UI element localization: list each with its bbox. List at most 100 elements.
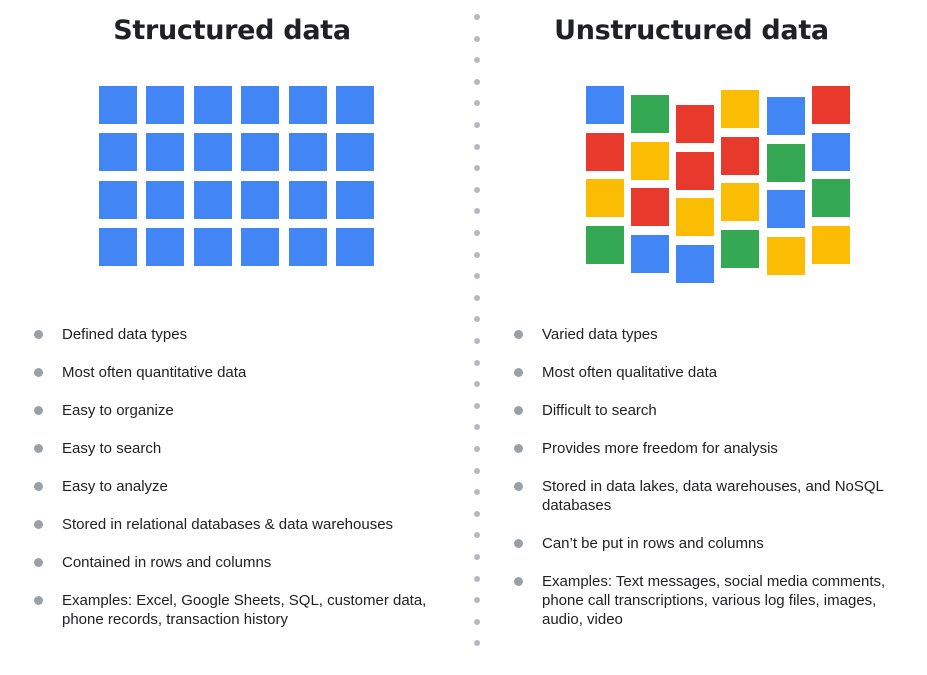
dotted-divider [473,14,481,666]
list-item-text: Easy to organize [62,402,174,419]
list-item: Stored in relational databases & data wa… [34,515,454,534]
divider-dot [474,294,480,301]
structured-data-title: Structured data [113,15,351,46]
structured-square [336,133,374,172]
list-item-text: Stored in relational databases & data wa… [62,516,394,533]
structured-square [99,228,137,267]
bullet-dot [514,539,523,548]
bullet-dot [34,368,43,377]
divider-dot [474,532,480,539]
divider-dot [474,575,480,582]
unstructured-square [586,225,624,264]
structured-square [146,133,185,172]
list-item-text: Varied data types [542,326,658,343]
divider-dot [474,424,480,431]
divider-dot [474,208,480,215]
list-item: Difficult to search [514,401,914,420]
divider-dot [474,640,480,647]
list-item-text: Contained in rows and columns [62,554,272,571]
list-item-text: Most often qualitative data [542,364,718,381]
divider-dot [474,402,480,409]
divider-dot [474,35,480,42]
unstructured-square [586,132,624,171]
divider-dot [474,165,480,172]
divider-dot [474,316,480,323]
bullet-dot [34,330,43,339]
list-item-text: Easy to search [62,440,162,457]
unstructured-square [631,95,669,133]
bullet-dot [34,520,43,529]
unstructured-square [721,136,759,175]
unstructured-data-panel: Unstructured data Varied data types Most… [480,0,927,675]
divider-dot [474,78,480,85]
divider-dot [474,554,480,560]
unstructured-square [676,151,714,190]
list-item: Provides more freedom for analysis [514,439,914,458]
structured-square [241,228,280,267]
divider-dot [474,359,480,366]
unstructured-square [631,141,669,180]
list-item-text: Examples: Excel, Google Sheets, SQL, cus… [62,592,427,628]
divider-dot [474,446,480,452]
unstructured-square [812,179,850,217]
list-item: Varied data types [514,325,914,344]
structured-square [99,133,137,172]
structured-square [193,86,232,124]
divider-dot [474,230,480,236]
divider-dot [474,597,480,604]
unstructured-square [676,105,714,143]
unstructured-square [721,183,759,221]
bullet-dot [514,577,523,586]
bullet-dot [514,368,523,377]
list-item-text: Provides more freedom for analysis [542,440,778,457]
divider-dot [474,618,480,625]
structured-square [99,86,137,124]
structured-square [288,228,327,267]
list-item: Can’t be put in rows and columns [514,534,914,553]
unstructured-square [812,86,850,124]
structured-square [288,133,327,172]
divider-dot [474,510,480,517]
unstructured-square [812,225,850,264]
divider-dot [474,467,480,474]
structured-square [288,86,327,124]
list-item-text: Most often quantitative data [62,364,247,381]
structured-square [241,180,280,219]
unstructured-square [767,143,805,182]
unstructured-square [812,132,850,171]
list-item: Easy to organize [34,401,454,420]
structured-data-list: Defined data types Most often quantitati… [34,325,454,648]
list-item: Stored in data lakes, data warehouses, a… [514,477,914,515]
list-item: Examples: Text messages, social media co… [514,572,914,629]
structured-data-grid-illustration [0,0,470,300]
list-item: Easy to search [34,439,454,458]
bullet-dot [34,444,43,453]
unstructured-square [767,97,805,135]
divider-dot [474,143,480,150]
unstructured-square [586,179,624,217]
divider-dot [474,14,480,20]
divider-dot [474,489,480,496]
divider-dot [474,338,480,344]
list-item-text: Examples: Text messages, social media co… [542,573,886,628]
structured-square [288,180,327,219]
list-item-text: Difficult to search [542,402,657,419]
structured-square [193,228,232,267]
structured-square [241,133,280,172]
bullet-dot [514,444,523,453]
bullet-dot [34,558,43,567]
list-item: Most often quantitative data [34,363,454,382]
structured-square [336,180,374,219]
structured-square [336,86,374,124]
list-item: Most often qualitative data [514,363,914,382]
divider-dot [474,100,480,107]
list-item: Defined data types [34,325,454,344]
structured-square [193,180,232,219]
unstructured-square [721,90,759,128]
unstructured-data-title: Unstructured data [554,15,829,46]
divider-dot [474,57,480,64]
divider-dot [474,273,480,280]
list-item: Contained in rows and columns [34,553,454,572]
unstructured-square [676,244,714,283]
unstructured-square [586,86,624,124]
